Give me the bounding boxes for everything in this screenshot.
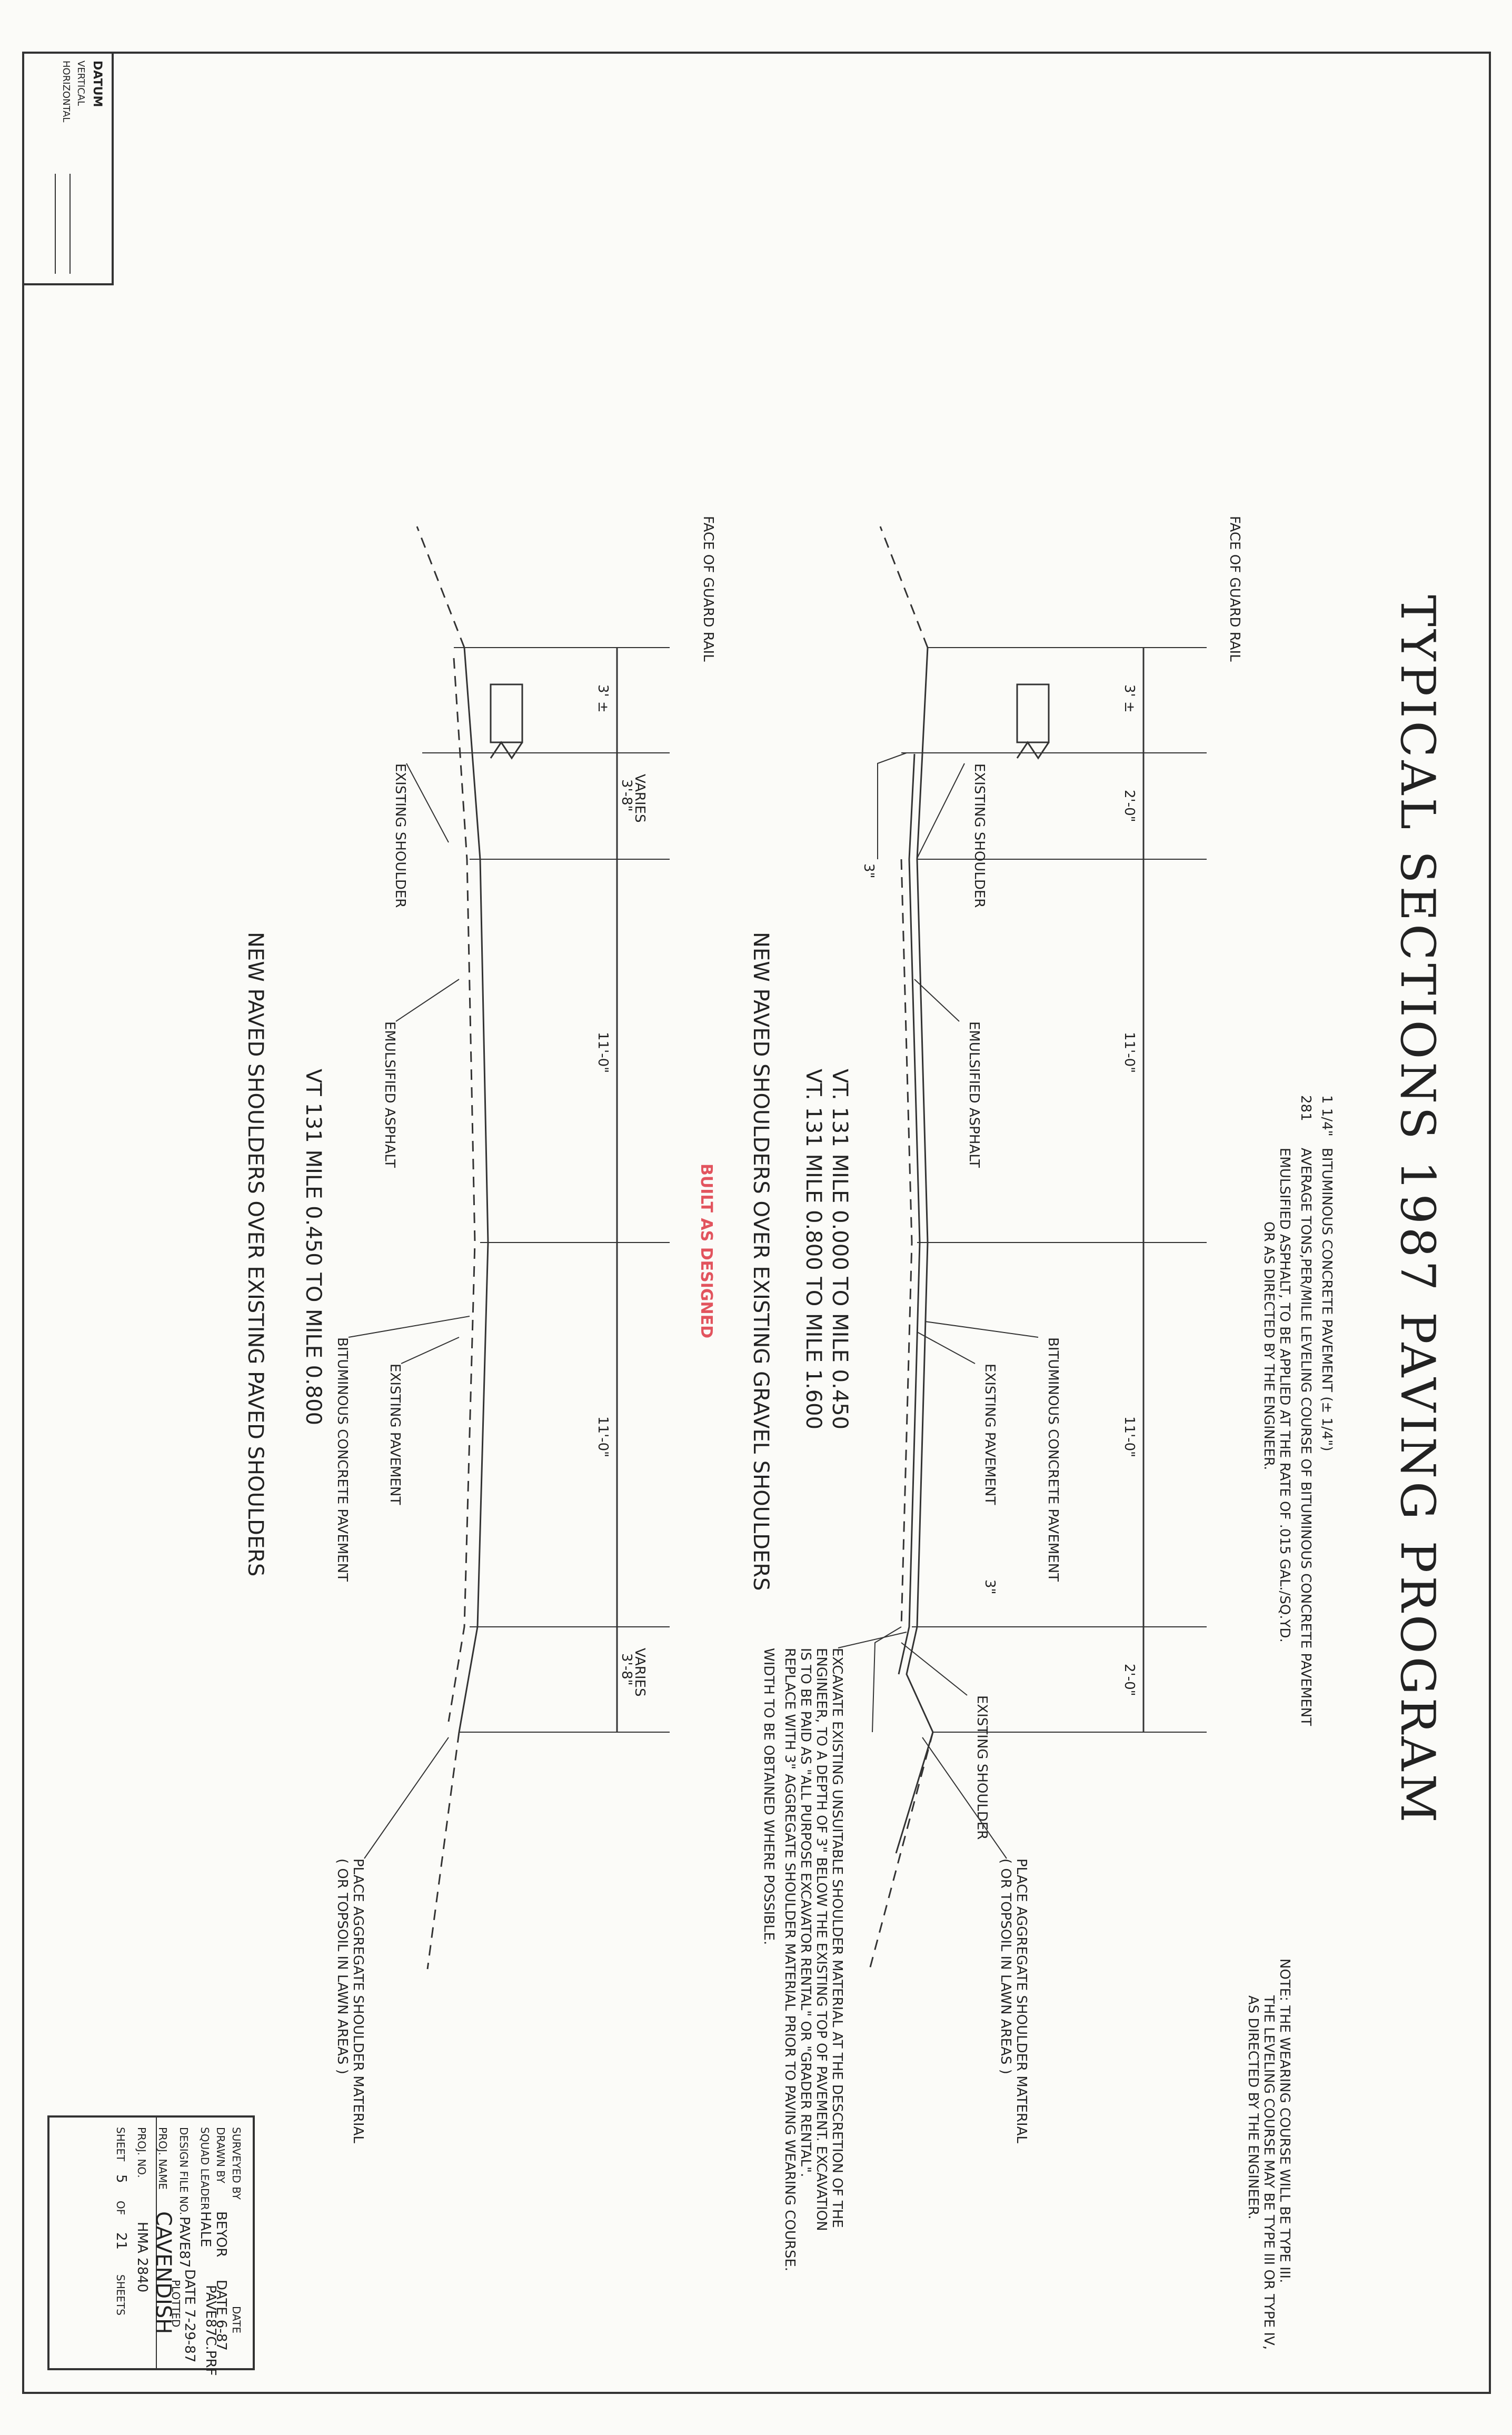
tb-design-label: DESIGN FILE NO. (177, 2127, 190, 2215)
excavate-line-3: IS TO BE PAID AS "ALL PURPOSE EXCAVATOR … (798, 1648, 813, 2177)
datum-horizontal: HORIZONTAL (61, 61, 72, 122)
legend-line3-text: EMULSIFIED ASPHALT, TO BE APPLIED AT THE… (1277, 1148, 1292, 1643)
aggregate-top-2: ( OR TOPSOIL IN LAWN AREAS ) (998, 1858, 1013, 2074)
tb-sheet-label: SHEET (114, 2127, 127, 2162)
tb-design-value: PAVE87 (176, 2217, 192, 2268)
small-dim-left-top: 3" (861, 863, 877, 879)
datum-box: DATUM VERTICAL HORIZONTAL (22, 52, 114, 285)
datum-vertical: VERTICAL (75, 61, 86, 106)
tb-sheets-label: SHEETS (114, 2274, 127, 2315)
existing-pavement-bottom: EXISTING PAVEMENT (387, 1364, 403, 1505)
tb-surveyed-label: SURVEYED BY (230, 2127, 243, 2200)
existing-shoulder-bottom: EXISTING SHOULDER (392, 763, 408, 908)
tb-file-ref: PAVE87C.PRF (203, 2285, 218, 2376)
excavate-line-4: REPLACE WITH 3" AGGREGATE SHOULDER MATER… (782, 1648, 798, 2271)
tb-projname-label: PROJ. NAME (156, 2127, 169, 2190)
small-dim-right-top: 3" (982, 1579, 998, 1595)
title-block: SURVEYED BY DRAWN BY BEYOR SQUAD LEADER … (47, 2115, 255, 2376)
tb-of-label: OF (114, 2201, 127, 2215)
sheet-border (22, 52, 1491, 2394)
excavate-line-2: ENGINEER, TO A DEPTH OF 3" BELOW THE EXI… (813, 1648, 829, 2231)
face-of-guard-rail-bottom: FACE OF GUARD RAIL (700, 516, 716, 662)
tb-drawn-value: BEYOR (213, 2211, 229, 2257)
dim-bottom-2a: VARIES (632, 774, 648, 823)
note-line2: THE LEVELING COURSE MAY BE TYPE III OR T… (1261, 1995, 1277, 2350)
dim-bottom-2b: 3'-8" (619, 779, 634, 812)
section-paved-shoulders: 3' ± VARIES 3'-8" 11'-0" 11'-0" VARIES 3… (243, 516, 716, 2143)
dim-top-3: 11'-0" (1121, 1032, 1137, 1073)
wearing-course-note: NOTE: THE WEARING COURSE WILL BE TYPE II… (1245, 1959, 1292, 2350)
legend-line1-qty: 1 1/4" (1319, 1095, 1335, 1137)
tb-plotted-date: DATE 7-29-87 (182, 2269, 197, 2362)
excavate-line-1: EXCAVATE EXISTING UNSUITABLE SHOULDER MA… (829, 1648, 845, 2228)
dim-top-2: 2'-0" (1121, 790, 1137, 822)
dim-bottom-5b: 3'-8" (619, 1653, 634, 1686)
dim-top-1: 3' ± (1121, 684, 1137, 713)
emulsified-top: EMULSIFIED ASPHALT (966, 1021, 982, 1168)
tb-squad-label: SQUAD LEADER (198, 2127, 211, 2210)
tb-projno-value: HMA 2840 (134, 2222, 150, 2292)
dim-top-4: 11'-0" (1121, 1416, 1137, 1457)
tb-projname-value: CAVENDISH (151, 2211, 175, 2334)
legend-line2-qty: 281 (1298, 1095, 1314, 1121)
location-top-1: VT. 131 MILE 0.000 TO MILE 0.450 (828, 1069, 852, 1429)
excavate-note: EXCAVATE EXISTING UNSUITABLE SHOULDER MA… (761, 1632, 907, 2271)
note-line1: NOTE: THE WEARING COURSE WILL BE TYPE II… (1277, 1959, 1292, 2283)
location-bottom: VT 131 MILE 0.450 TO MILE 0.800 (301, 1069, 325, 1425)
tb-drawn-label: DRAWN BY (214, 2127, 227, 2184)
bituminous-top: BITUMINOUS CONCRETE PAVEMENT (1045, 1337, 1061, 1582)
datum-heading: DATUM (91, 61, 104, 107)
tb-projno-label: PROJ. NO. (135, 2127, 148, 2178)
excavate-line-5: WIDTH TO BE OBTAINED WHERE POSSIBLE. (761, 1648, 777, 1945)
tb-plotted-label: PLOTTED (170, 2280, 182, 2327)
drawing-title: TYPICAL SECTIONS 1987 PAVING PROGRAM (1390, 595, 1445, 1826)
aggregate-bottom-2: ( OR TOPSOIL IN LAWN AREAS ) (334, 1858, 350, 2074)
built-as-designed-stamp: BUILT AS DESIGNED (697, 1164, 715, 1338)
caption-bottom: NEW PAVED SHOULDERS OVER EXISTING PAVED … (243, 932, 267, 1576)
location-top-2: VT. 131 MILE 0.800 TO MILE 1.600 (801, 1069, 825, 1429)
aggregate-top-1: PLACE AGGREGATE SHOULDER MATERIAL (1013, 1858, 1029, 2143)
tb-sheet-no: 5 (113, 2174, 129, 2183)
tb-sheet-total: 21 (113, 2232, 129, 2250)
face-of-guard-rail-top: FACE OF GUARD RAIL (1227, 516, 1242, 662)
existing-pavement-top: EXISTING PAVEMENT (982, 1364, 998, 1505)
existing-shoulder-right-top: EXISTING SHOULDER (974, 1695, 990, 1840)
legend-line1-text: BITUMINOUS CONCRETE PAVEMENT (± 1/4") (1319, 1148, 1335, 1451)
emulsified-bottom: EMULSIFIED ASPHALT (382, 1021, 397, 1168)
dim-bottom-4: 11'-0" (595, 1416, 611, 1457)
aggregate-bottom-1: PLACE AGGREGATE SHOULDER MATERIAL (350, 1858, 366, 2143)
tb-date-value: DATE 6-87 (213, 2280, 229, 2351)
existing-shoulder-left-top: EXISTING SHOULDER (971, 763, 987, 908)
note-line3: AS DIRECTED BY THE ENGINEER. (1245, 1995, 1261, 2220)
section-gravel-shoulders: 3' ± 2'-0" 11'-0" 11'-0" 2'-0" FACE OF G… (749, 516, 1242, 2271)
legend-line2-text: AVERAGE TONS,PER/MILE LEVELING COURSE OF… (1298, 1148, 1314, 1726)
bituminous-bottom: BITUMINOUS CONCRETE PAVEMENT (334, 1337, 350, 1582)
dim-bottom-3: 11'-0" (595, 1032, 611, 1073)
dim-bottom-1: 3' ± (595, 684, 611, 713)
tb-squad-value: HALE (197, 2211, 213, 2247)
tb-date-label: DATE (230, 2306, 243, 2333)
rotated-drawing: TYPICAL SECTIONS 1987 PAVING PROGRAM 1 1… (47, 516, 1445, 2376)
legend: 1 1/4" BITUMINOUS CONCRETE PAVEMENT (± 1… (1261, 1095, 1335, 1726)
legend-line4-text: OR AS DIRECTED BY THE ENGINEER. (1261, 1221, 1277, 1470)
dim-top-5: 2'-0" (1121, 1664, 1137, 1696)
caption-top: NEW PAVED SHOULDERS OVER EXISTING GRAVEL… (749, 932, 773, 1591)
dim-bottom-5a: VARIES (632, 1648, 648, 1697)
